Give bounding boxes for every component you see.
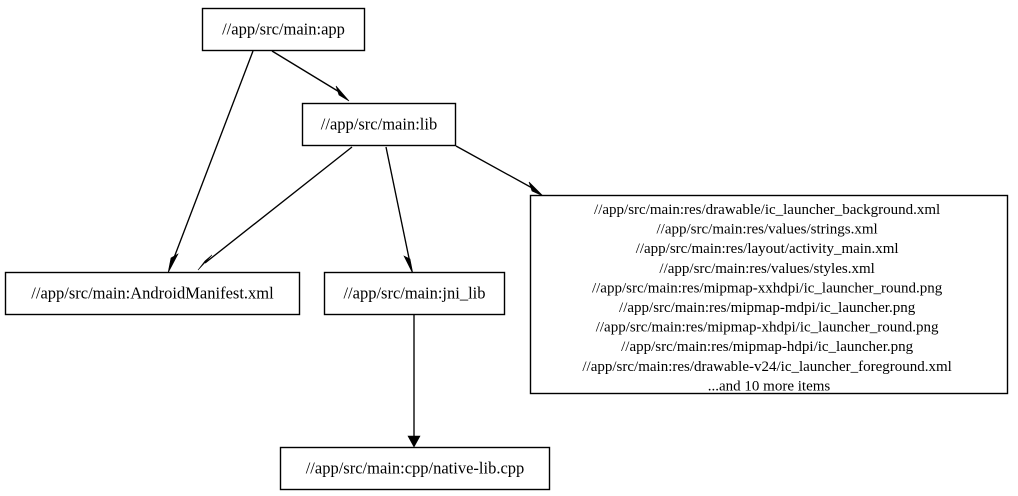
res-line-4: //app/src/main:res/values/styles.xml bbox=[659, 261, 874, 277]
node-res-group[interactable]: //app/src/main:res/drawable/ic_launcher_… bbox=[529, 194, 1009, 395]
node-res-group-label: //app/src/main:res/drawable/ic_launcher_… bbox=[582, 202, 955, 394]
edge-lib-to-manifest bbox=[197, 146, 353, 271]
edge-lib-to-res-group bbox=[455, 145, 544, 197]
res-line-2: //app/src/main:res/values/strings.xml bbox=[657, 222, 878, 238]
res-line-7: //app/src/main:res/mipmap-xhdpi/ic_launc… bbox=[596, 320, 939, 336]
edge-app-to-lib bbox=[271, 50, 350, 102]
node-lib[interactable]: //app/src/main:lib bbox=[301, 102, 457, 147]
node-android-manifest[interactable]: //app/src/main:AndroidManifest.xml bbox=[4, 271, 301, 316]
node-jni-lib[interactable]: //app/src/main:jni_lib bbox=[323, 271, 506, 316]
res-line-6: //app/src/main:res/mipmap-mdpi/ic_launch… bbox=[619, 300, 916, 316]
res-line-5: //app/src/main:res/mipmap-xxhdpi/ic_laun… bbox=[592, 280, 943, 296]
res-line-3: //app/src/main:res/layout/activity_main.… bbox=[636, 241, 899, 257]
node-app[interactable]: //app/src/main:app bbox=[201, 7, 366, 52]
node-lib-label: //app/src/main:lib bbox=[321, 114, 437, 133]
node-android-manifest-label: //app/src/main:AndroidManifest.xml bbox=[31, 283, 274, 302]
edge-lib-to-jni-lib bbox=[385, 146, 414, 275]
node-jni-lib-label: //app/src/main:jni_lib bbox=[343, 283, 485, 302]
node-app-label: //app/src/main:app bbox=[222, 19, 345, 38]
res-line-8: //app/src/main:res/mipmap-hdpi/ic_launch… bbox=[621, 339, 914, 355]
res-line-9: //app/src/main:res/drawable-v24/ic_launc… bbox=[582, 359, 951, 375]
res-line-10: ...and 10 more items bbox=[708, 378, 831, 394]
node-native-lib-cpp-label: //app/src/main:cpp/native-lib.cpp bbox=[306, 458, 525, 477]
res-line-1: //app/src/main:res/drawable/ic_launcher_… bbox=[594, 202, 940, 218]
edge-app-to-manifest bbox=[167, 50, 254, 274]
node-native-lib-cpp[interactable]: //app/src/main:cpp/native-lib.cpp bbox=[279, 446, 551, 491]
edge-jni-lib-to-native-lib bbox=[407, 315, 421, 448]
